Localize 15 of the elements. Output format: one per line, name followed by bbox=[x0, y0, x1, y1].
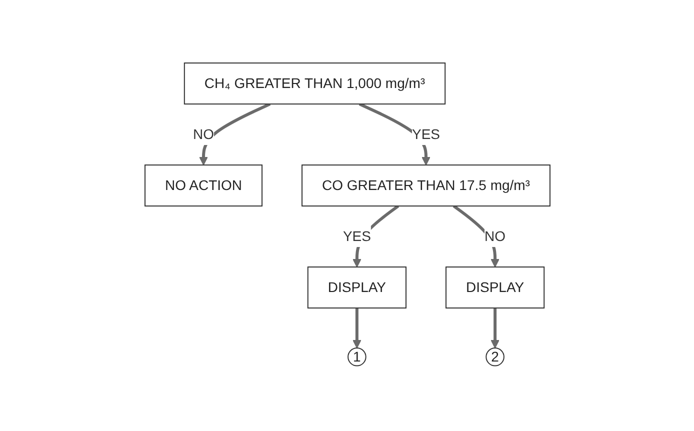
arrow bbox=[352, 308, 361, 349]
edge-label: YES bbox=[342, 228, 370, 244]
edge-label: NO bbox=[192, 126, 214, 142]
edge-label: NO bbox=[484, 228, 506, 244]
arrow bbox=[198, 102, 270, 166]
node-circle: 2 bbox=[485, 348, 504, 367]
node-box: CO GREATER THAN 17.5 mg/m³ bbox=[301, 164, 550, 207]
edge-label: YES bbox=[411, 126, 440, 142]
node-box: DISPLAY bbox=[306, 266, 406, 309]
node-box: NO ACTION bbox=[144, 164, 262, 207]
node-circle: 1 bbox=[347, 348, 366, 367]
arrow bbox=[490, 308, 499, 349]
arrow bbox=[452, 205, 499, 268]
node-box: CH₄ GREATER THAN 1,000 mg/m³ bbox=[183, 62, 446, 105]
node-box: DISPLAY bbox=[445, 266, 544, 309]
